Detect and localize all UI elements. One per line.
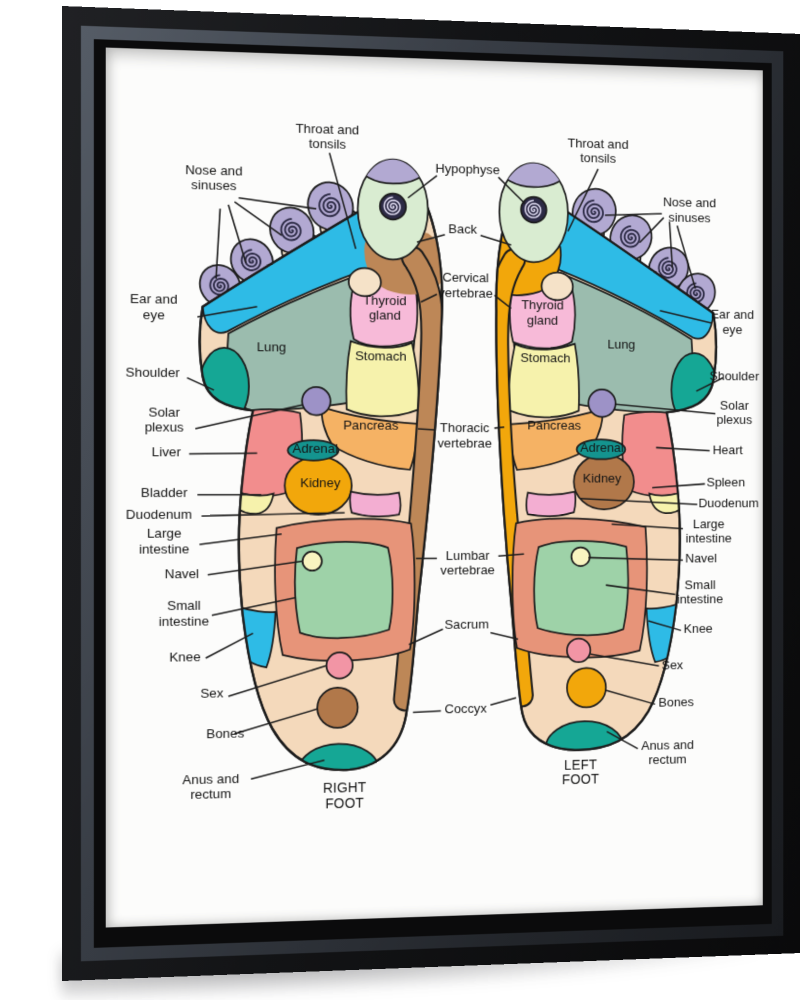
zone-navel [303,551,322,570]
label-nose-sinuses-right: Nose and sinuses [662,194,717,225]
label-liver: Liver [151,444,181,460]
zone-solar-plexus [302,387,330,415]
label-ear-eye-left: Ear and eye [130,290,178,322]
label-small-intestine-right: Small intestine [676,576,724,607]
label-large-intestine-left: Large intestine [139,525,190,556]
label-shoulder-left: Shoulder [125,364,180,381]
toe-tip [603,208,658,267]
zone-pancreas [513,408,602,470]
leader-line [189,453,257,454]
label-cervical-vertebrae: Cervical vertebrae [438,269,493,301]
big-toe-cap [516,168,567,187]
zone-label-kidney-rf: Kidney [300,475,341,491]
throat-notch [349,268,381,297]
big-toe [499,162,568,262]
big-toe-cap-group [516,168,567,187]
zone-label-kidney-lf: Kidney [582,470,622,486]
label-sacrum: Sacrum [444,616,489,632]
zone-label-adrenal-rf: Adrenal [292,440,338,457]
zone-kidney [574,454,634,509]
zone-solar-plexus [588,389,615,417]
label-sex-left: Sex [200,684,224,701]
label-spleen: Spleen [706,474,746,490]
zone-sex [326,652,352,678]
leader-line [413,711,441,712]
right-foot-group [192,142,444,792]
zone-kidney [285,456,352,515]
zone-label-thyroid-lf: Thyroid gland [521,297,564,327]
leader-line [206,633,253,658]
label-bones-left: Bones [206,725,245,742]
leader-line [490,698,516,705]
label-heart: Heart [712,442,743,458]
toe-tip [566,182,622,242]
label-hypophyse: Hypophyse [435,160,500,177]
label-lumbar-vertebrae: Lumbar vertebrae [440,547,495,578]
zone-label-stomach-lf: Stomach [520,349,571,366]
zone-navel [571,547,589,566]
zone-duodenum [526,492,575,516]
zone-bones [317,687,357,728]
label-nose-sinuses-left: Nose and sinuses [185,161,243,193]
caption-right-foot: RIGHT FOOT [322,780,367,812]
label-ear-eye-right: Ear and eye [710,306,755,337]
label-bones-right: Bones [658,694,694,710]
label-anus-rectum-left: Anus and rectum [182,770,240,802]
label-sex-right: Sex [661,657,684,673]
feet-diagram-svg [106,48,763,792]
zone-adrenal [288,440,339,460]
label-navel-right: Navel [685,550,717,566]
label-throat-tonsils-left: Throat and tonsils [295,120,360,152]
big-toe-cap-group [366,162,427,185]
label-duodenum-left: Duodenum [125,506,193,522]
label-throat-tonsils-right: Throat and tonsils [567,135,629,166]
label-navel-left: Navel [164,565,200,581]
zone-label-pancreas-lf: Pancreas [527,417,582,433]
label-bladder: Bladder [140,485,188,501]
zone-duodenum [350,492,400,517]
leader-line [251,760,324,779]
label-solar-plexus-left: Solar plexus [144,404,184,435]
zone-thyroid [513,275,575,349]
zone-label-stomach-rf: Stomach [355,347,407,364]
canvas-print: Throat and tonsils Nose and sinuses Ear … [105,47,763,928]
label-shoulder-right: Shoulder [709,368,760,384]
toe-tip [641,240,695,297]
zone-label-lung-rf: Lung [256,338,287,355]
zone-stomach [346,341,418,417]
left-foot-group [495,150,722,777]
hypophyse-dot [380,193,406,220]
label-knee-left: Knee [169,648,201,665]
zone-bones [567,668,606,708]
zone-stomach [513,343,579,418]
zone-label-adrenal-lf: Adrenal [580,440,624,456]
big-toe-cap [366,162,427,185]
label-small-intestine-left: Small intestine [158,597,209,629]
label-large-intestine-right: Large intestine [685,516,732,546]
label-knee-right: Knee [683,621,713,637]
zone-label-lung-lf: Lung [607,337,636,353]
label-back: Back [448,221,478,238]
throat-notch [542,272,573,300]
zone-label-thyroid-rf: Thyroid gland [363,292,407,323]
label-coccyx: Coccyx [444,700,487,717]
caption-left-foot: LEFT FOOT [561,757,600,788]
label-anus-rectum-right: Anus and rectum [641,737,694,768]
zone-small-intestine [534,541,628,636]
label-duodenum-right: Duodenum [698,495,759,510]
leader-line [239,198,317,209]
zone-label-pancreas-rf: Pancreas [343,417,399,433]
zone-sex [567,638,590,662]
label-solar-plexus-right: Solar plexus [716,397,753,427]
reflexology-foot-chart: Throat and tonsils Nose and sinuses Ear … [106,48,763,928]
picture-frame: Throat and tonsils Nose and sinuses Ear … [62,6,801,981]
label-thoracic-vertebrae: Thoracic vertebrae [437,420,492,450]
zone-ear-eye [203,176,420,336]
